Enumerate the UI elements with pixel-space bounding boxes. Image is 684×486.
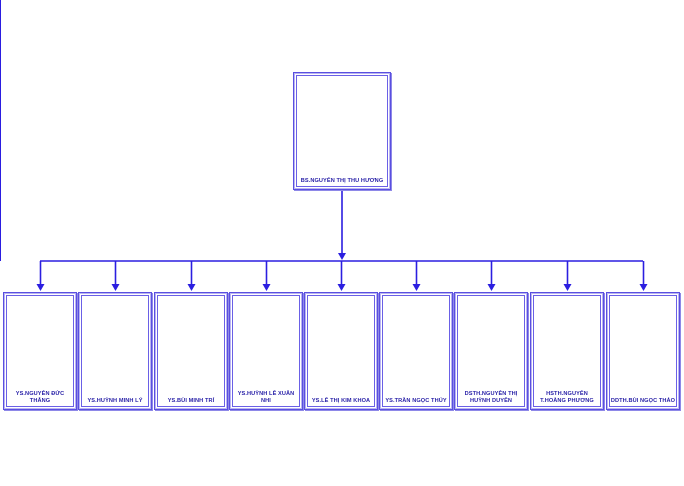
child-card-inner (533, 295, 601, 407)
child-card-inner (609, 295, 677, 407)
child-card-label: DSTH.NGUYỄN THỊ HUỲNH DUYÊN (464, 391, 518, 404)
child-card-inner (232, 295, 300, 407)
child-drop-arrow (412, 284, 421, 291)
child-card-inner (382, 295, 450, 407)
root-card-label: BS.NGUYỄN THỊ THU HƯƠNG (300, 178, 384, 184)
child-card-label: YS.LÊ THỊ KIM KHOA (311, 398, 371, 404)
child-card-8[interactable]: HSTH.NGUYỄN T.HOÀNG PHƯƠNG (530, 292, 604, 410)
child-card-inner (307, 295, 375, 407)
child-card-inner (457, 295, 525, 407)
child-drop-arrow (36, 284, 45, 291)
child-card-label: DDTH.BÙI NGỌC THẢO (610, 398, 676, 404)
child-card-4[interactable]: YS.HUỲNH LÊ XUÂN NHI (229, 292, 303, 410)
child-card-label: YS.HUỲNH MINH LÝ (87, 398, 143, 404)
child-card-1[interactable]: YS.NGUYỄN ĐỨC THẮNG (3, 292, 77, 410)
child-card-inner (81, 295, 149, 407)
child-card-7[interactable]: DSTH.NGUYỄN THỊ HUỲNH DUYÊN (454, 292, 528, 410)
child-drop-lines (0, 0, 648, 291)
child-card-9[interactable]: DDTH.BÙI NGỌC THẢO (606, 292, 680, 410)
root-card[interactable]: BS.NGUYỄN THỊ THU HƯƠNG (293, 72, 391, 190)
child-card-label: YS.HUỲNH LÊ XUÂN NHI (237, 391, 295, 404)
child-drop-arrow (187, 284, 196, 291)
child-drop-arrow (262, 284, 271, 291)
child-drop-arrow (111, 284, 120, 291)
child-card-2[interactable]: YS.HUỲNH MINH LÝ (78, 292, 152, 410)
root-stem-arrow (338, 253, 346, 260)
child-card-label: YS.NGUYỄN ĐỨC THẮNG (15, 391, 65, 404)
child-drop-arrow (487, 284, 496, 291)
child-card-label: HSTH.NGUYỄN T.HOÀNG PHƯƠNG (540, 391, 594, 404)
root-card-inner (296, 75, 388, 187)
child-drop-arrow (639, 284, 648, 291)
child-card-6[interactable]: YS.TRẦN NGỌC THÚY (379, 292, 453, 410)
child-drop-arrow (337, 284, 346, 291)
child-card-label: YS.TRẦN NGỌC THÚY (385, 398, 447, 404)
child-card-label: YS.BÙI MINH TRÍ (167, 398, 215, 404)
child-card-5[interactable]: YS.LÊ THỊ KIM KHOA (304, 292, 378, 410)
child-card-inner (6, 295, 74, 407)
child-card-3[interactable]: YS.BÙI MINH TRÍ (154, 292, 228, 410)
child-card-inner (157, 295, 225, 407)
child-drop-arrow (563, 284, 572, 291)
